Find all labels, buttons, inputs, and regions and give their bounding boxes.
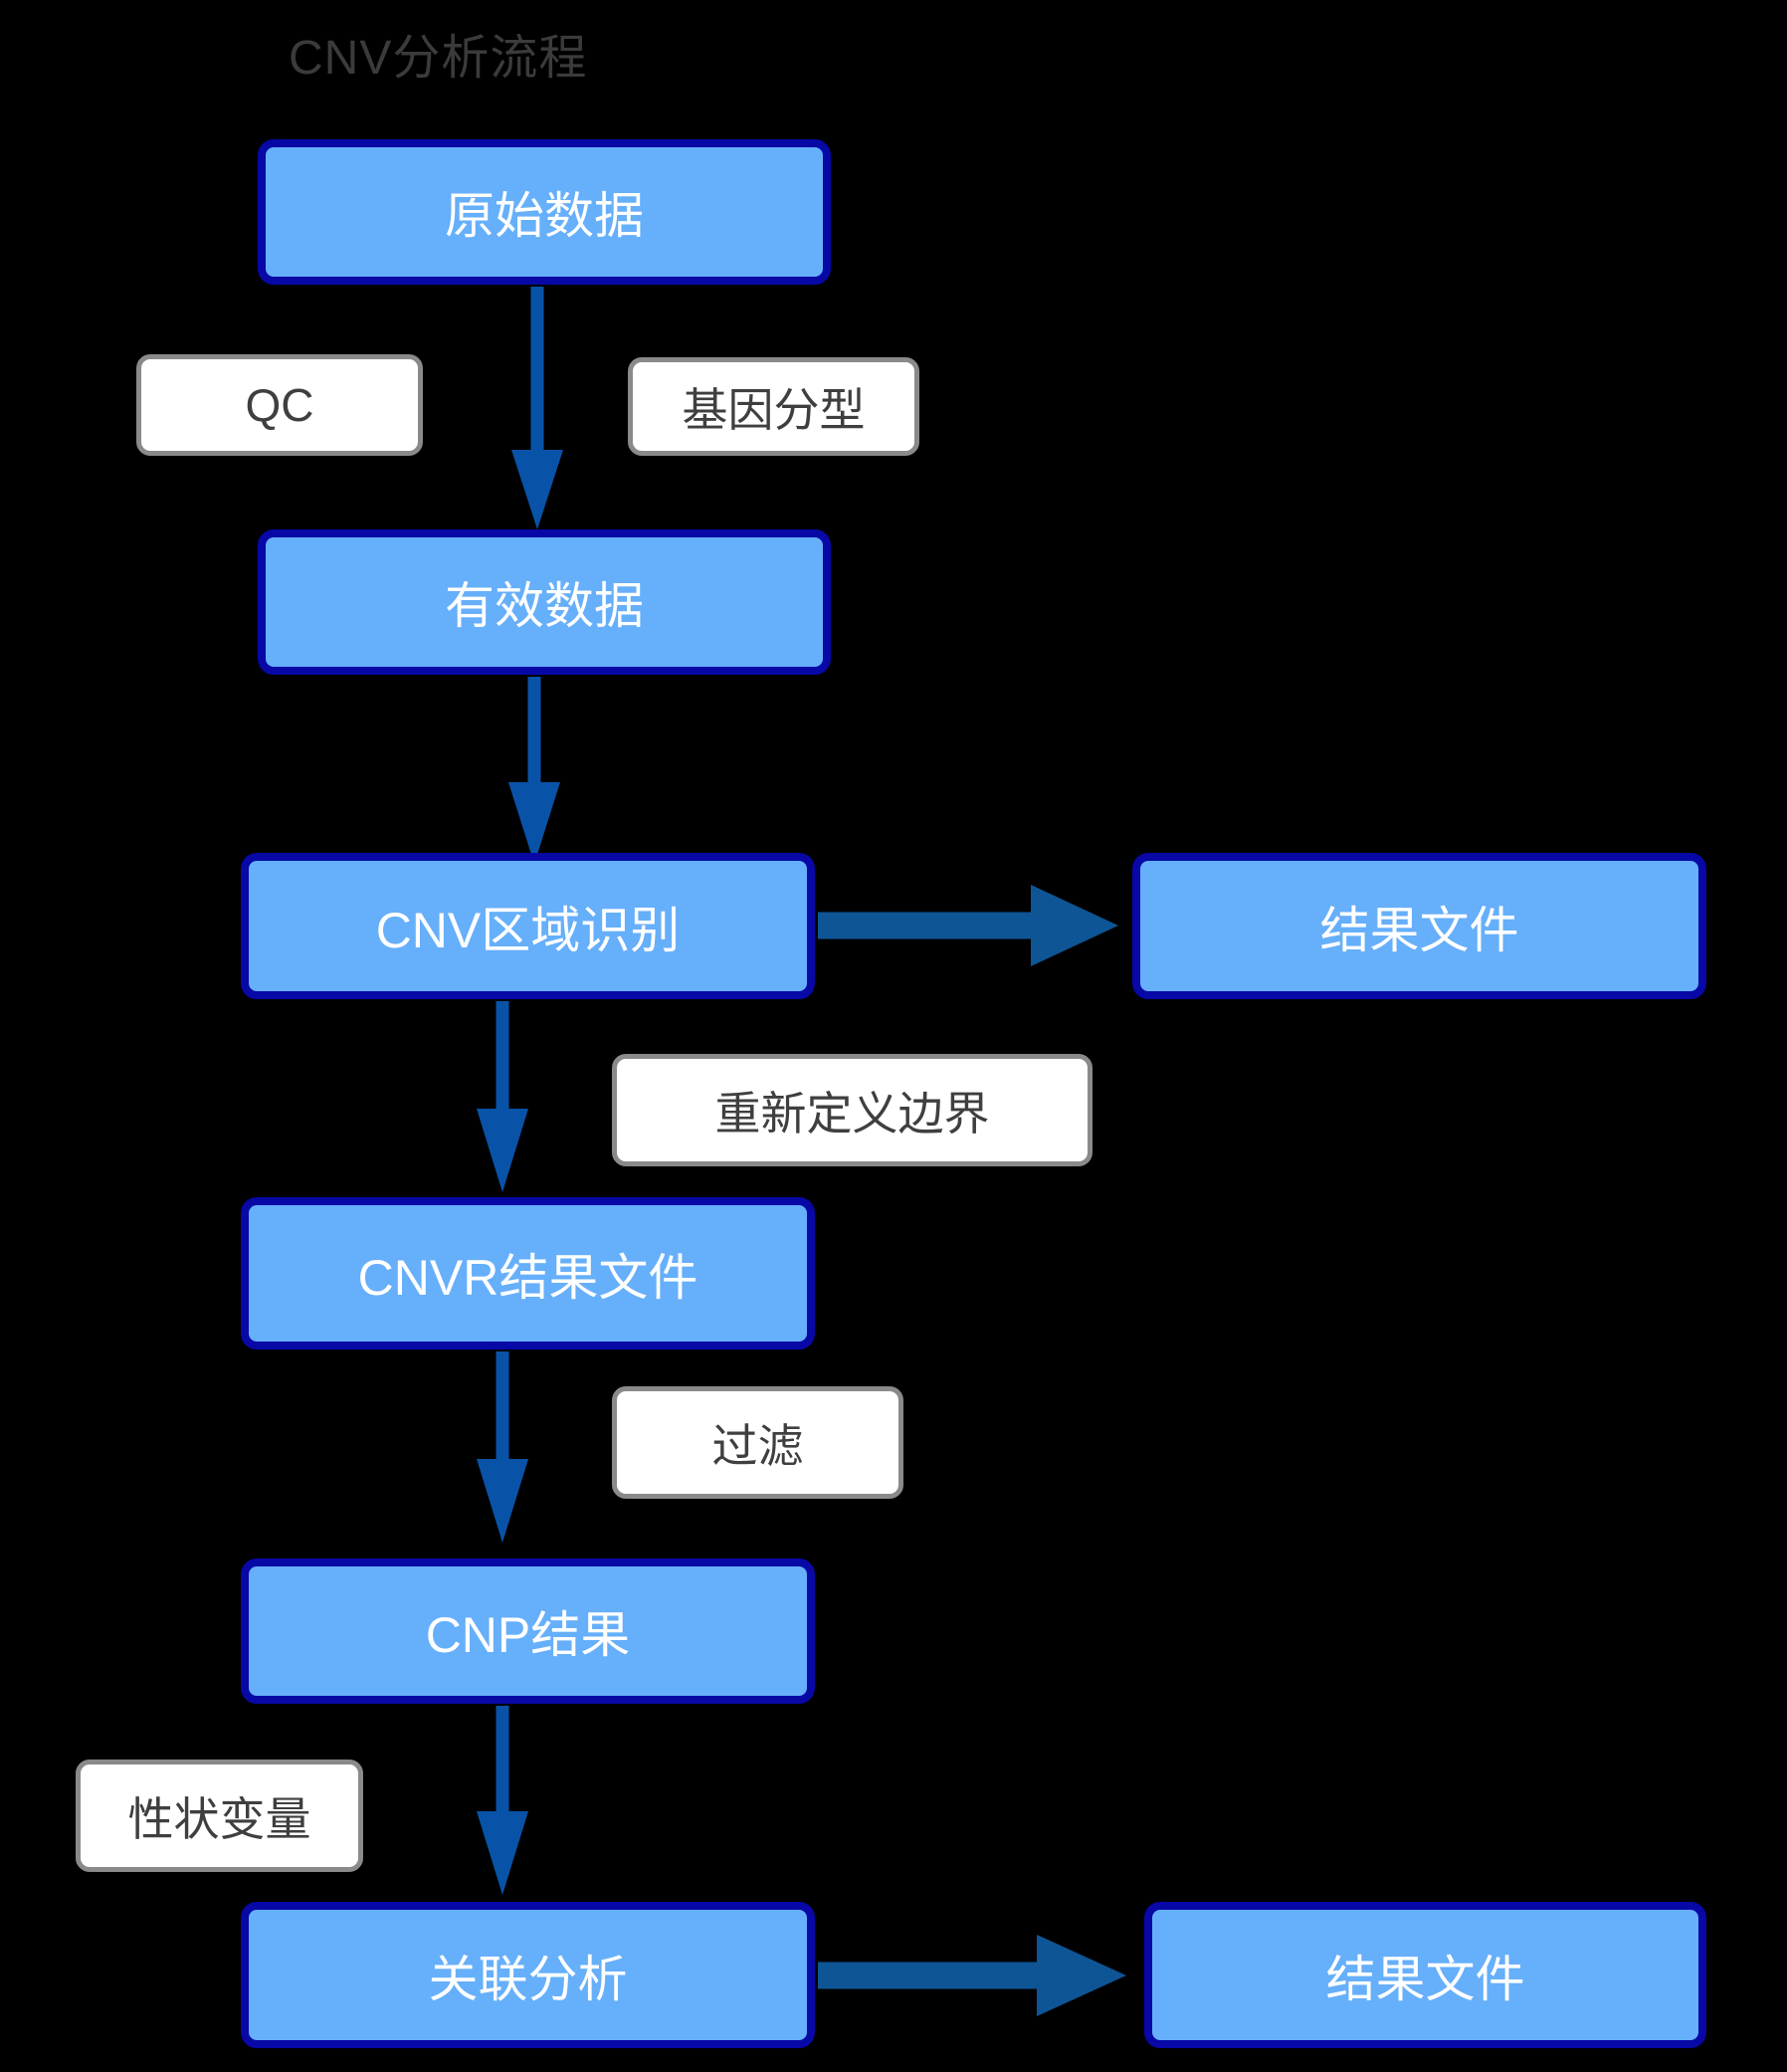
node-result-file-bottom-label: 结果文件 — [1325, 1951, 1525, 2007]
node-valid-data: 有效数据 — [258, 529, 831, 675]
edge-label-genotyping: 基因分型 — [628, 357, 919, 456]
diagram-title: CNV分析流程 — [289, 32, 588, 85]
node-raw-data-label: 原始数据 — [445, 188, 644, 244]
node-cnp-result: CNP结果 — [241, 1558, 815, 1704]
node-result-file-bottom: 结果文件 — [1144, 1902, 1706, 2048]
node-association-analysis: 关联分析 — [241, 1902, 815, 2048]
arrow-raw-to-valid — [511, 287, 563, 529]
arrow-association-to-result-bottom — [818, 1935, 1126, 2016]
edge-label-filter-text: 过滤 — [711, 1419, 804, 1472]
node-cnv-region-identification-label: CNV区域识别 — [375, 902, 681, 958]
edge-label-trait-variable: 性状变量 — [76, 1760, 363, 1872]
edge-label-filter: 过滤 — [612, 1386, 903, 1499]
node-valid-data-label: 有效数据 — [445, 578, 644, 634]
node-result-file-top-label: 结果文件 — [1319, 902, 1519, 958]
edge-label-genotyping-text: 基因分型 — [682, 383, 866, 436]
edge-label-trait-variable-text: 性状变量 — [127, 1792, 311, 1845]
node-cnvr-result-file-label: CNVR结果文件 — [357, 1249, 698, 1306]
node-cnvr-result-file: CNVR结果文件 — [241, 1197, 815, 1349]
node-association-analysis-label: 关联分析 — [428, 1951, 628, 2007]
node-cnp-result-label: CNP结果 — [425, 1607, 631, 1663]
arrow-cnp-to-association — [477, 1706, 528, 1895]
node-cnv-region-identification: CNV区域识别 — [241, 853, 815, 999]
arrow-cnv-region-to-cnvr — [477, 1001, 528, 1192]
edge-label-qc-text: QC — [245, 379, 314, 431]
edge-label-qc: QC — [136, 354, 423, 456]
arrow-cnvr-to-cnp — [477, 1351, 528, 1543]
node-result-file-top: 结果文件 — [1132, 853, 1706, 999]
arrow-cnv-region-to-result-top — [818, 885, 1118, 966]
edge-label-redefine-boundary: 重新定义边界 — [612, 1054, 1092, 1166]
edge-label-redefine-boundary-text: 重新定义边界 — [714, 1087, 990, 1140]
arrow-valid-to-cnv-region — [508, 677, 560, 864]
node-raw-data: 原始数据 — [258, 139, 831, 285]
